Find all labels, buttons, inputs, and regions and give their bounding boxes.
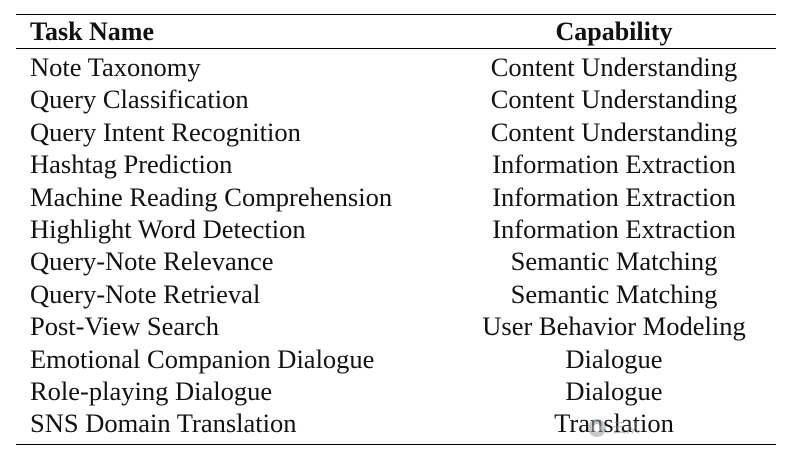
task-name-cell: SNS Domain Translation [30, 408, 297, 439]
header-capability: Capability [555, 17, 673, 46]
top-rule [16, 14, 776, 15]
capability-cell: Content Understanding [490, 84, 738, 115]
task-name-cell: Machine Reading Comprehension [30, 181, 393, 212]
capability-cell: Information Extraction [492, 213, 736, 244]
watermark-text: 云从 [612, 421, 640, 437]
capability-cell: Information Extraction [492, 181, 736, 212]
task-name-cell: Post-View Search [30, 311, 220, 342]
task-name-cell: Query Intent Recognition [30, 116, 301, 147]
capability-cell: Translation [554, 408, 674, 439]
capability-cell: Information Extraction [492, 149, 736, 180]
task-name-cell: Role-playing Dialogue [30, 375, 273, 406]
task-name-cell: Highlight Word Detection [30, 213, 306, 244]
capability-cell: Semantic Matching [510, 246, 718, 277]
table-row: Role-playing Dialogue Dialogue [16, 375, 776, 407]
table-row: Highlight Word Detection Information Extr… [16, 213, 776, 245]
capability-cell: User Behavior Modeling [482, 311, 746, 342]
task-name-cell: Query-Note Relevance [30, 246, 274, 277]
table-row: Emotional Companion Dialogue Dialogue [16, 343, 776, 375]
header-rule [16, 48, 776, 49]
table-row: Post-View Search User Behavior Modeling [16, 310, 776, 342]
watermark-logo-icon [588, 419, 606, 437]
capability-cell: Content Understanding [490, 52, 738, 82]
table-row: Query-Note Retrieval Semantic Matching [16, 278, 776, 310]
header-task-name: Task Name [30, 17, 155, 46]
capability-cell: Semantic Matching [510, 278, 718, 309]
table-row: SNS Domain Translation Translation [16, 407, 776, 439]
table-row: Query-Note Relevance Semantic Matching [16, 245, 776, 277]
table-header-row: Task Name Capability [16, 15, 776, 48]
watermark: 云从 [588, 418, 640, 438]
table-row: Note Taxonomy Content Understanding [16, 51, 776, 83]
task-name-cell: Query-Note Retrieval [30, 278, 261, 309]
table-row: Machine Reading Comprehension Information… [16, 181, 776, 213]
task-name-cell: Emotional Companion Dialogue [30, 343, 375, 374]
table-row: Query Intent Recognition Content Understa… [16, 116, 776, 148]
capability-cell: Dialogue [565, 343, 663, 374]
task-name-cell: Query Classification [30, 84, 249, 115]
task-name-cell: Hashtag Prediction [30, 149, 233, 180]
table-row: Hashtag Prediction Information Extraction [16, 148, 776, 180]
bottom-rule [16, 443, 776, 445]
table-row: Query Classification Content Understandin… [16, 83, 776, 115]
capability-cell: Dialogue [565, 375, 663, 406]
task-name-cell: Note Taxonomy [30, 52, 201, 82]
capability-cell: Content Understanding [490, 116, 738, 147]
